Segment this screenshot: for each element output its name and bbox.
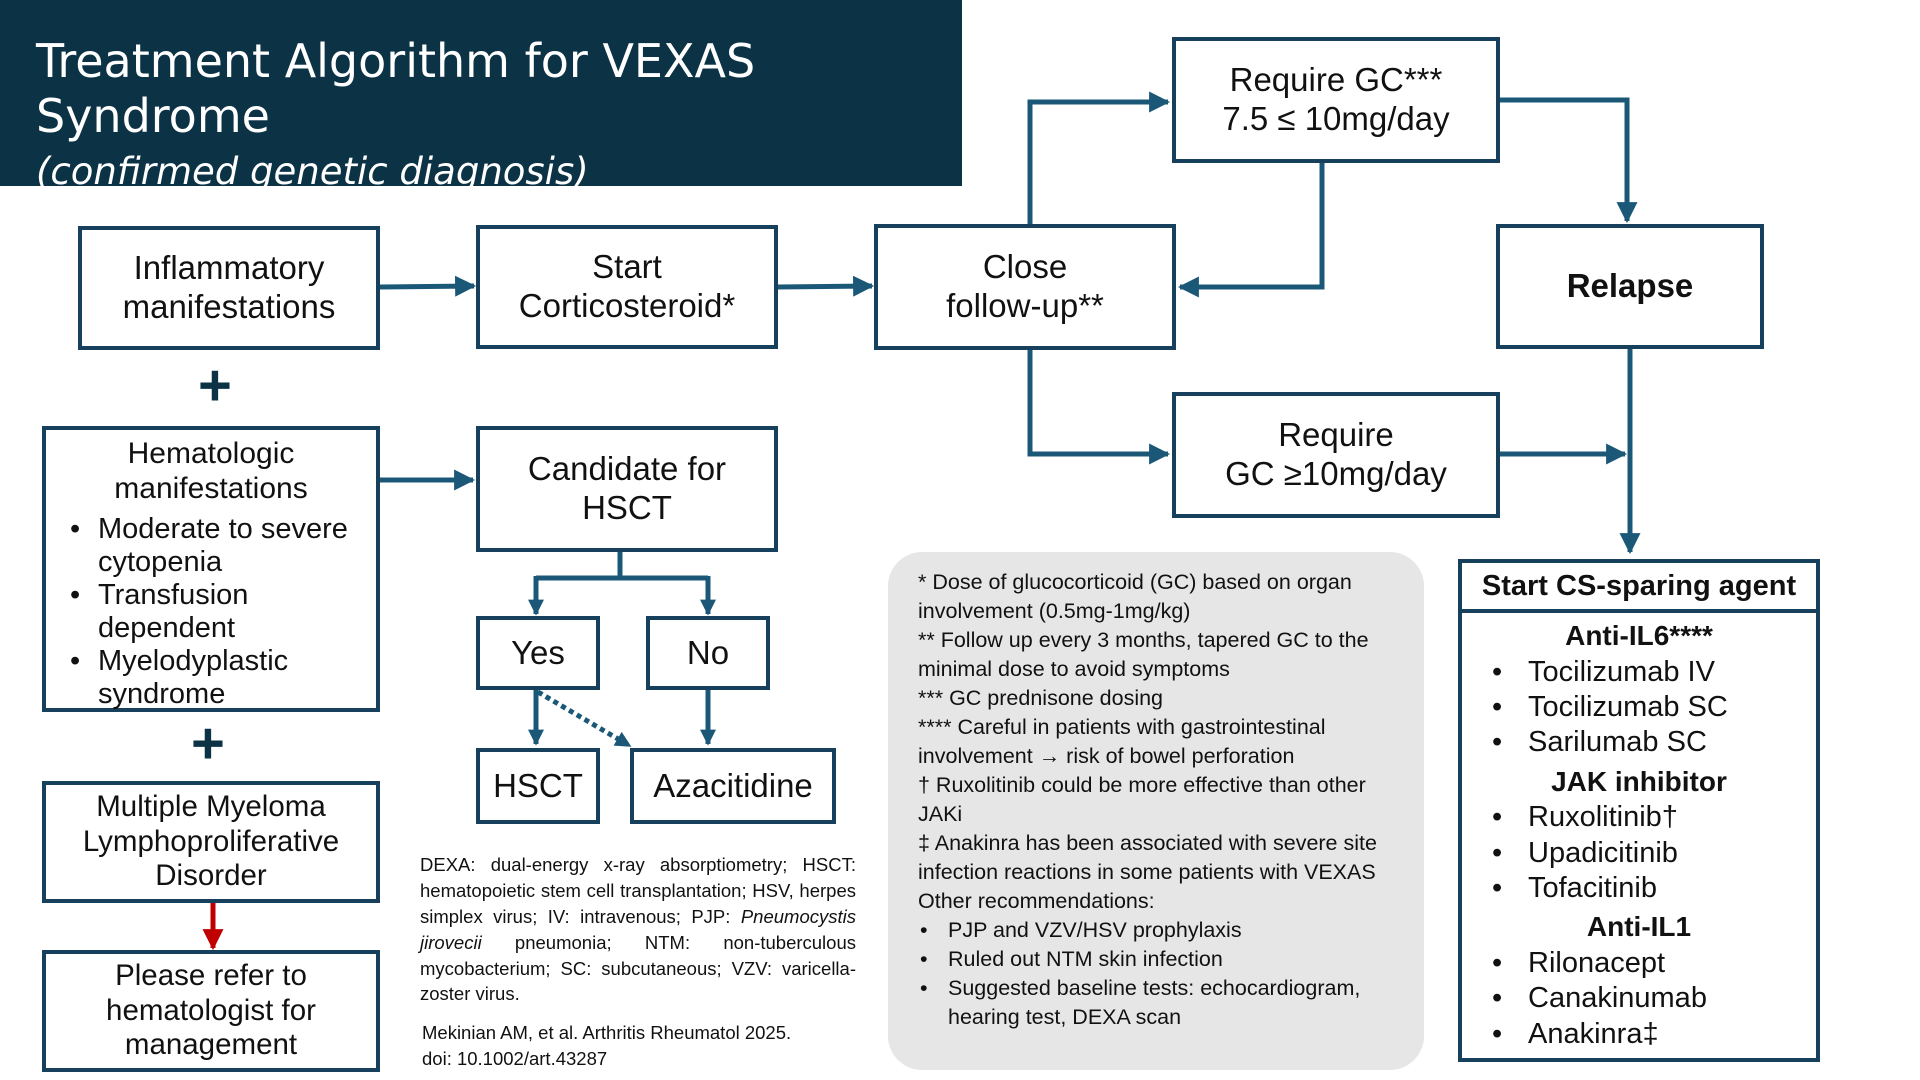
refer-line-3: management <box>124 1028 298 1062</box>
start-cs-line-1: Start <box>592 248 662 286</box>
list-item: Upadicitinib <box>1492 836 1816 872</box>
list-item: Anakinra‡ <box>1492 1017 1816 1053</box>
plus-sign-2: + <box>191 711 225 776</box>
hematologic-title-line-2: manifestations <box>114 472 308 506</box>
arrow-require-low-to-relapse <box>1500 97 1638 224</box>
inflammatory-line-1: Inflammatory <box>133 249 325 287</box>
close-followup-box: Close follow-up** <box>874 224 1176 350</box>
hematologic-manifestations-box: Hematologic manifestations Moderate to s… <box>42 426 380 712</box>
citation-line-2: doi: 10.1002/art.43287 <box>422 1047 608 1069</box>
arrow-followup-to-require-high <box>1027 350 1171 465</box>
require-low-line-1: Require GC*** <box>1229 61 1443 99</box>
anti-il6-list: Tocilizumab IV Tocilizumab SC Sarilumab … <box>1462 655 1816 762</box>
no-label: No <box>686 633 730 671</box>
hematologic-title-line-1: Hematologic <box>127 437 295 470</box>
arrow-yes-to-azacitidine-dotted <box>536 689 632 749</box>
candidate-line-1: Candidate for <box>527 450 727 488</box>
abbrev-italic: Pneumocystis jirovecii <box>420 905 856 953</box>
require-high-line-1: Require <box>1278 416 1394 454</box>
page-subtitle: (confirmed genetic diagnosis) <box>36 150 589 194</box>
hsct-label: HSCT <box>493 766 583 804</box>
start-corticosteroid-box: Start Corticosteroid* <box>476 225 778 349</box>
yes-box: Yes <box>476 616 600 690</box>
cs-sparing-header: Start CS-sparing agent <box>1462 563 1816 613</box>
anti-il1-list: Rilonacept Canakinumab Anakinra‡ <box>1462 946 1816 1053</box>
start-cs-line-2: Corticosteroid* <box>518 287 736 324</box>
list-item: Moderate to severe cytopenia <box>68 513 376 579</box>
require-low-line-2: 7.5 ≤ 10mg/day <box>1222 100 1450 137</box>
group-title-jak: JAK inhibitor <box>1551 765 1727 797</box>
list-item: Rilonacept <box>1492 946 1816 982</box>
require-gc-high-box: Require GC ≥10mg/day <box>1172 392 1500 518</box>
footnote-line: Other recommendations: <box>918 889 1155 914</box>
page-title: Treatment Algorithm for VEXAS Syndrome <box>36 34 756 144</box>
citation-line-1: Mekinian AM, et al. Arthritis Rheumatol … <box>422 1022 792 1043</box>
relapse-box: Relapse <box>1496 224 1764 349</box>
refer-hematologist-box: Please refer to hematologist for managem… <box>42 950 380 1072</box>
myeloma-line-3: Disorder <box>155 859 267 893</box>
multiple-myeloma-box: Multiple Myeloma Lymphoproliferative Dis… <box>42 781 380 903</box>
arrow-candidate-to-yes <box>536 575 708 614</box>
relapse-label: Relapse <box>1566 267 1694 305</box>
list-item: Canakinumab <box>1492 981 1816 1017</box>
arrow-followup-to-require-low <box>1027 91 1171 224</box>
title-banner: Treatment Algorithm for VEXAS Syndrome (… <box>0 0 962 193</box>
list-item: Ruxolitinib† <box>1492 800 1816 836</box>
yes-label: Yes <box>511 633 565 671</box>
list-item: Tocilizumab SC <box>1492 690 1816 726</box>
myeloma-line-2: Lymphoproliferative <box>82 824 340 858</box>
azacitidine-box: Azacitidine <box>630 748 836 824</box>
hsct-box: HSCT <box>476 748 600 824</box>
group-title-anti-il1: Anti-IL1 <box>1586 911 1692 943</box>
cs-sparing-agent-box: Start CS-sparing agent Anti-IL6**** Toci… <box>1458 559 1820 1062</box>
refer-line-1: Please refer to <box>115 959 307 993</box>
list-item: Transfusion dependent <box>68 579 376 645</box>
abbreviations-text: DEXA: dual-energy x-ray absorptiometry; … <box>420 852 856 1007</box>
citation: Mekinian AM, et al. Arthritis Rheumatol … <box>422 1020 862 1072</box>
inflammatory-line-2: manifestations <box>122 288 336 325</box>
footnote-line: * Dose of glucocorticoid (GC) based on o… <box>918 570 1352 624</box>
group-title-anti-il6: Anti-IL6**** <box>1565 620 1713 651</box>
list-item: Tocilizumab IV <box>1492 655 1816 691</box>
refer-line-2: hematologist for <box>106 993 316 1027</box>
azacitidine-label: Azacitidine <box>653 766 813 804</box>
footnote-line: **** Careful in patients with gastrointe… <box>918 715 1326 769</box>
arrow-inflammatory-to-start <box>379 275 477 297</box>
list-item: PJP and VZV/HSV prophylaxis <box>918 916 1404 945</box>
followup-line-1: Close <box>982 248 1068 286</box>
require-high-line-2: GC ≥10mg/day <box>1225 455 1447 492</box>
footnote-line: ** Follow up every 3 months, tapered GC … <box>918 628 1369 682</box>
myeloma-line-1: Multiple Myeloma <box>96 790 326 824</box>
abbrev-part-2: pneumonia; NTM: non-tuberculous mycobact… <box>420 931 856 1005</box>
no-box: No <box>646 616 770 690</box>
arrow-require-low-to-followup <box>1177 163 1325 298</box>
list-item: Suggested baseline tests: echocardiogram… <box>918 974 1404 1032</box>
list-item: Tofacitinib <box>1492 871 1816 907</box>
footnote-line: ‡ Anakinra has been associated with seve… <box>918 831 1377 885</box>
list-item: Myelodyplastic syndrome <box>68 645 376 711</box>
followup-line-2: follow-up** <box>946 287 1104 324</box>
list-item: Sarilumab SC <box>1492 725 1816 761</box>
recommendations-list: PJP and VZV/HSV prophylaxis Ruled out NT… <box>918 916 1404 1032</box>
require-gc-low-box: Require GC*** 7.5 ≤ 10mg/day <box>1172 37 1500 163</box>
abbrev-part-1: DEXA: dual-energy x-ray absorptiometry; … <box>420 854 856 927</box>
jak-list: Ruxolitinib† Upadicitinib Tofacitinib <box>1462 800 1816 907</box>
arrow-start-to-followup <box>777 275 875 297</box>
candidate-line-2: HSCT <box>582 489 672 526</box>
candidate-hsct-box: Candidate for HSCT <box>476 426 778 552</box>
footnote-line: *** GC prednisone dosing <box>918 686 1164 711</box>
list-item: Ruled out NTM skin infection <box>918 945 1404 974</box>
plus-sign-1: + <box>198 353 232 418</box>
footnotes-panel: * Dose of glucocorticoid (GC) based on o… <box>888 552 1424 1070</box>
hematologic-list: Moderate to severe cytopenia Transfusion… <box>46 513 376 711</box>
footnote-line: † Ruxolitinib could be more effective th… <box>918 773 1366 827</box>
inflammatory-manifestations-box: Inflammatory manifestations <box>78 226 380 350</box>
